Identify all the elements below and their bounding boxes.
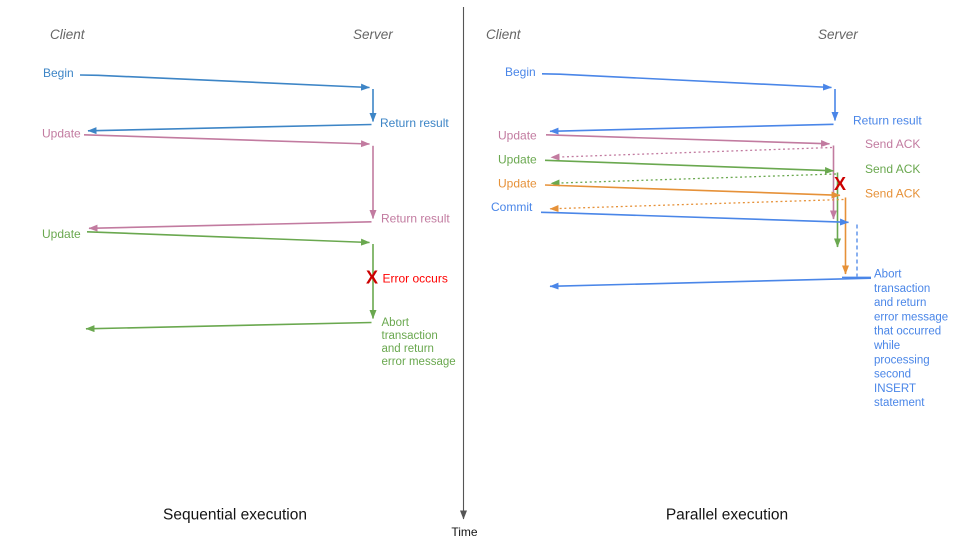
right-begin-request-arrow (541, 73, 832, 91)
left-abort-line-4: error message (382, 356, 456, 368)
right-server-header: Server (818, 27, 858, 42)
right-abort-line-4: error message (874, 311, 948, 323)
left-caption: Sequential execution (163, 507, 307, 524)
left-return-result-2-label: Return result (381, 212, 450, 226)
right-ack-1-dotted-arrow (550, 146, 833, 161)
time-axis-label: Time (451, 525, 478, 539)
right-update-1-request-arrow (545, 134, 830, 148)
right-abort-message: Abort transaction and return error messa… (873, 269, 951, 410)
right-abort-line-3: and return (874, 297, 926, 309)
right-commit-request-arrow (540, 211, 849, 226)
left-abort-line-3: and return (382, 343, 434, 355)
right-abort-line-7: processing (874, 354, 930, 366)
left-update-2-request-arrow (86, 231, 370, 246)
right-commit-label: Commit (491, 200, 533, 214)
right-update-3-request-arrow (544, 184, 841, 199)
right-begin-return-arrow (549, 123, 834, 135)
right-abort-return-arrow (549, 277, 872, 290)
left-error-label: Error occurs (383, 272, 448, 286)
right-update-2-request-arrow (544, 159, 834, 174)
right-abort-line-8: second (874, 369, 911, 381)
left-client-header: Client (50, 27, 86, 42)
left-abort-message: Abort transaction and return error messa… (382, 317, 456, 368)
left-server-header: Server (353, 27, 393, 42)
right-send-ack-2-label: Send ACK (865, 162, 920, 176)
left-begin-request-arrow (79, 74, 370, 91)
right-update-2-label: Update (498, 153, 537, 167)
right-abort-line-1: Abort (874, 269, 902, 281)
left-abort-return-arrow (85, 321, 372, 333)
right-abort-line-5: that occurred (874, 326, 941, 338)
left-update-1-label: Update (42, 127, 81, 141)
right-error-x-icon: X (834, 174, 846, 194)
right-send-ack-3-label: Send ACK (865, 187, 920, 201)
left-return-result-1-label: Return result (380, 116, 449, 130)
right-abort-line-10: statement (874, 397, 925, 409)
right-send-ack-1-label: Send ACK (865, 137, 920, 151)
right-begin-label: Begin (505, 65, 536, 79)
left-update-1-return-arrow (88, 221, 372, 232)
right-client-header: Client (486, 27, 522, 42)
left-update-2-label: Update (42, 227, 81, 241)
right-update-1-label: Update (498, 129, 537, 143)
right-abort-line-6: while (873, 340, 900, 352)
right-abort-line-2: transaction (874, 283, 930, 295)
left-begin-return-arrow (87, 123, 372, 135)
right-caption: Parallel execution (666, 507, 788, 524)
right-update-3-label: Update (498, 177, 537, 191)
left-update-1-request-arrow (83, 134, 370, 148)
left-abort-line-2: transaction (382, 330, 438, 342)
right-abort-line-9: INSERT (874, 383, 916, 395)
left-begin-label: Begin (43, 66, 74, 80)
right-ack-3-dotted-arrow (549, 198, 844, 213)
right-ack-2-dotted-arrow (550, 173, 837, 187)
left-abort-line-1: Abort (382, 317, 410, 329)
left-error-x-icon: X (366, 268, 378, 288)
right-return-result-label: Return result (853, 114, 922, 128)
